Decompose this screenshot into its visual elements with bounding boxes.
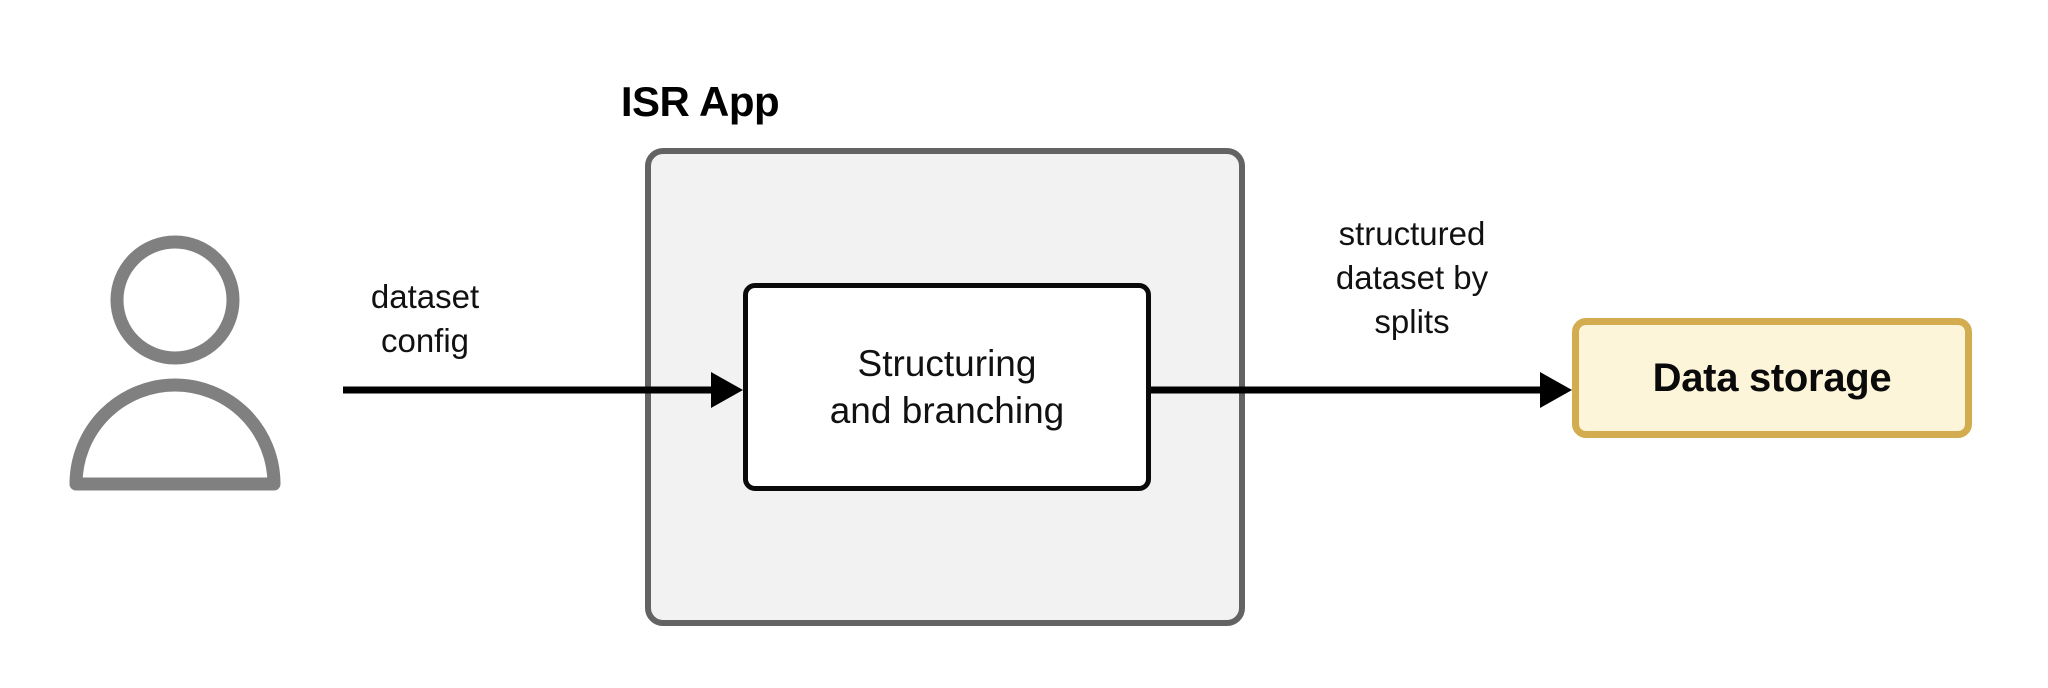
arrow-process-to-storage	[1151, 370, 1572, 410]
process-label-line-1: Structuring	[857, 342, 1037, 384]
edge-label-line-1: dataset	[370, 278, 480, 315]
data-storage-node: Data storage	[1572, 318, 1972, 438]
data-storage-label: Data storage	[1652, 355, 1892, 400]
edge-label-line-2: config	[380, 321, 470, 359]
edge-label-dataset-config: dataset config	[310, 275, 540, 363]
group-title-isr-app: ISR App	[620, 78, 780, 125]
edge-label-line-2: dataset by	[1335, 258, 1489, 296]
process-label-line-2: and branching	[829, 390, 1065, 431]
user-actor	[60, 232, 290, 492]
arrow-user-to-process	[343, 370, 743, 410]
process-node-structuring-and-branching: Structuring and branching	[743, 283, 1151, 491]
user-person-icon	[69, 235, 281, 491]
edge-label-line-1: structured	[1338, 215, 1486, 252]
edge-label-line-3: splits	[1374, 302, 1450, 340]
edge-label-structured-dataset-by-splits: structured dataset by splits	[1262, 212, 1562, 344]
